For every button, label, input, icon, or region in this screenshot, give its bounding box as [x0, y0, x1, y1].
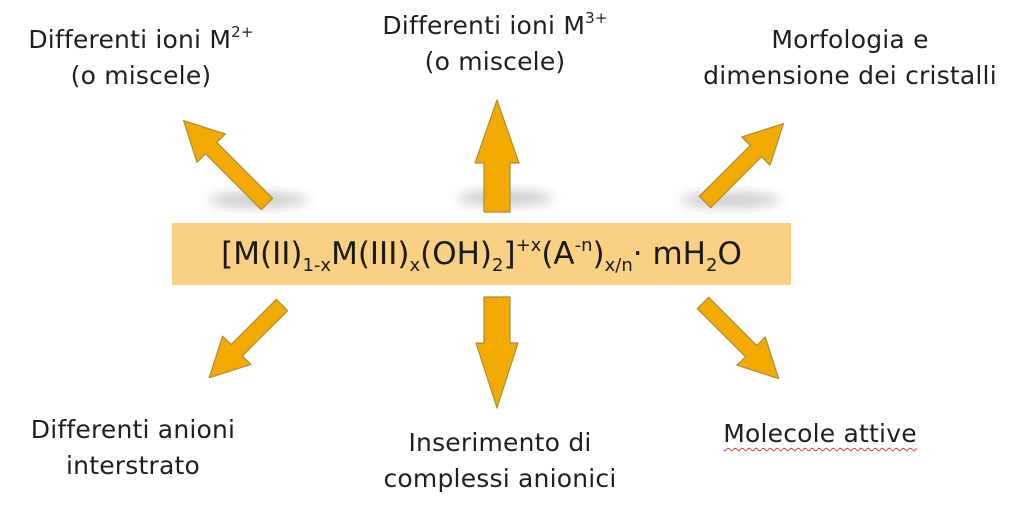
- label-bottom-right: Molecole attive: [695, 416, 945, 452]
- formula-subscript: 2: [705, 255, 718, 276]
- formula-subscript: 1-x: [302, 255, 332, 276]
- arrow-up: [474, 99, 520, 213]
- formula-part: · mH: [632, 236, 706, 272]
- label-line: dimensione dei cristalli: [703, 61, 997, 90]
- formula-superscript: -n: [574, 235, 593, 256]
- formula-part: ): [592, 236, 605, 272]
- formula-subscript: x: [409, 255, 421, 276]
- arrow-up-right: [698, 122, 785, 209]
- formula-superscript: +x: [515, 235, 542, 256]
- formula-part: (A: [541, 236, 575, 272]
- label-top-right: Morfologia e dimensione dei cristalli: [680, 22, 1020, 94]
- label-superscript: 3+: [585, 9, 608, 27]
- label-bottom-center: Inserimento di complessi anionici: [355, 425, 645, 497]
- label-line: Inserimento di: [408, 428, 592, 457]
- label-top-left: Differenti ioni M2+ (o miscele): [10, 22, 272, 94]
- shadow-top-right: [680, 193, 780, 207]
- label-line: Molecole attive: [723, 419, 917, 448]
- formula-subscript: x/n: [604, 255, 633, 276]
- label-line: Differenti ioni M3+: [350, 8, 640, 44]
- formula-part: O: [717, 236, 742, 272]
- label-text: Differenti ioni M: [382, 11, 586, 40]
- formula-part: (OH): [420, 236, 493, 272]
- formula-box: [M(II)1-xM(III)x(OH)2]+x(A-n)x/n· mH2O: [172, 223, 791, 285]
- arrow-down-right: [696, 296, 780, 380]
- arrow-down-left: [208, 298, 289, 379]
- label-line: (o miscele): [70, 61, 212, 90]
- formula-subscript: 2: [492, 255, 504, 276]
- label-superscript: 2+: [231, 23, 254, 41]
- arrow-up-left: [182, 119, 274, 211]
- label-line: complessi anionici: [383, 464, 617, 493]
- formula-part: [M(II): [221, 236, 303, 272]
- label-line: Differenti ioni M2+: [10, 22, 272, 58]
- formula: [M(II)1-xM(III)x(OH)2]+x(A-n)x/n· mH2O: [172, 223, 791, 285]
- formula-part: M(III): [331, 236, 410, 272]
- label-text: Differenti ioni M: [28, 25, 232, 54]
- label-bottom-left: Differenti anioni interstrato: [8, 412, 258, 484]
- formula-part: ]: [503, 236, 516, 272]
- label-line: (o miscele): [424, 47, 566, 76]
- arrow-down: [475, 296, 519, 409]
- label-top-center: Differenti ioni M3+ (o miscele): [350, 8, 640, 80]
- label-line: interstrato: [66, 451, 200, 480]
- label-line: Differenti anioni: [30, 415, 236, 444]
- label-line: Morfologia e: [771, 25, 929, 54]
